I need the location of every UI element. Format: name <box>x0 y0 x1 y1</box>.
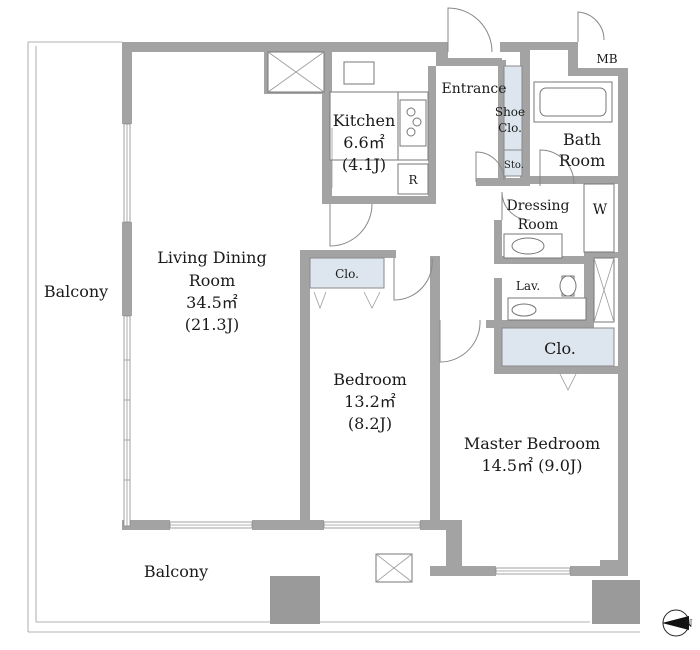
column <box>270 576 320 624</box>
north-label: N <box>684 619 693 630</box>
bedroom-closet <box>309 257 385 289</box>
w-label: W <box>593 202 608 218</box>
w-closet <box>583 183 615 253</box>
doors <box>329 7 605 363</box>
kitchen-area: 6.6㎡ <box>343 133 384 152</box>
kitchen-fixtures <box>267 51 429 195</box>
bedroom-closet-label: Clo. <box>335 267 359 281</box>
sanitary-fixtures <box>503 81 615 323</box>
lav-label: Lav. <box>516 279 540 293</box>
balcony-south-label: Balcony <box>144 562 208 581</box>
master-closet-label: Clo. <box>544 339 576 358</box>
living-jo: (21.3J) <box>185 315 240 334</box>
bath-line2: Room <box>559 151 605 170</box>
master-name: Master Bedroom <box>464 434 600 453</box>
room-labels: Living Dining Room 34.5㎡ (21.3J) Kitchen… <box>44 52 618 581</box>
entrance-label: Entrance <box>441 81 506 97</box>
bedroom-area: 13.2㎡ <box>344 392 396 411</box>
closets <box>309 65 615 391</box>
living-area: 34.5㎡ <box>186 293 238 312</box>
balcony-west-label: Balcony <box>44 282 108 301</box>
dressing-line2: Room <box>518 217 559 233</box>
dressing-line1: Dressing <box>506 198 569 214</box>
master-closet <box>501 327 615 367</box>
ac-unit <box>375 553 413 583</box>
north-arrow: N <box>662 609 693 637</box>
master-area: 14.5㎡ (9.0J) <box>481 456 582 475</box>
shoe-closet-label-2: Clo. <box>498 121 522 135</box>
living-line1: Living Dining <box>157 248 266 267</box>
mb-label: MB <box>596 52 617 66</box>
bedroom-jo: (8.2J) <box>348 414 392 433</box>
kitchen-name: Kitchen <box>333 111 396 130</box>
bath-line1: Bath <box>563 130 601 149</box>
west-windows <box>123 123 131 527</box>
bedroom-name: Bedroom <box>333 370 407 389</box>
fridge-label: R <box>408 173 418 187</box>
kitchen-jo: (4.1J) <box>342 155 386 174</box>
south-windows <box>169 521 571 575</box>
column <box>592 580 640 624</box>
storage <box>503 149 523 177</box>
shoe-closet-label-1: Shoe <box>495 105 525 119</box>
living-line2: Room <box>189 271 235 290</box>
storage-label: Sto. <box>504 160 524 171</box>
